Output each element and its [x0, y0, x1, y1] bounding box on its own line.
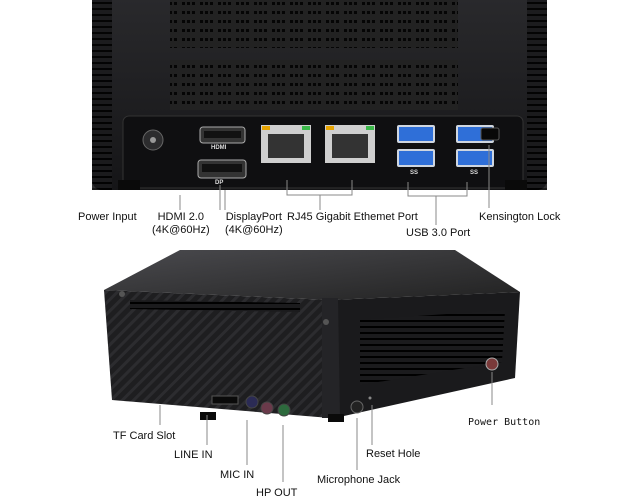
- microphone-jack: [350, 400, 364, 414]
- label-line-in: LINE IN: [174, 449, 213, 461]
- line-in-jack: [245, 395, 259, 409]
- label-rj45: RJ45 Gigabit Ethemet Port: [287, 211, 418, 223]
- front-view-device: [104, 250, 520, 482]
- label-hdmi: HDMI 2.0(4K@60Hz): [152, 211, 210, 237]
- hp-out-jack: [277, 403, 291, 417]
- hdmi-marking: HDMI: [211, 145, 227, 151]
- mic-in-jack: [260, 401, 274, 415]
- label-power-button: Power Button: [468, 417, 541, 428]
- label-mic-in: MIC IN: [220, 469, 255, 481]
- label-kensington: Kensington Lock: [479, 211, 561, 223]
- kensington-lock-slot: [480, 127, 500, 141]
- power-button: [485, 357, 499, 371]
- label-tf-card: TF Card Slot: [113, 430, 176, 442]
- usb-ports: [397, 125, 494, 167]
- label-power-input: Power Input: [78, 211, 137, 223]
- label-hp-out: HP OUT: [256, 487, 298, 499]
- label-usb: USB 3.0 Port: [406, 227, 471, 239]
- label-dp-line1: DisplayPort: [225, 211, 282, 223]
- back-view-device: [92, 0, 547, 225]
- label-dp-line2: (4K@60Hz): [225, 224, 283, 236]
- label-hdmi-line1: HDMI 2.0: [157, 211, 205, 223]
- label-hdmi-line2: (4K@60Hz): [152, 224, 210, 236]
- usb-marking-left: SS: [410, 170, 419, 176]
- tf-card-slot: [211, 395, 239, 405]
- usb-marking-right: SS: [470, 170, 479, 176]
- label-displayport: DisplayPort(4K@60Hz): [225, 211, 283, 237]
- dp-marking: DP: [215, 180, 224, 186]
- label-microphone-jack: Microphone Jack: [317, 474, 401, 486]
- label-reset-hole: Reset Hole: [366, 448, 421, 460]
- reset-hole: [368, 396, 372, 400]
